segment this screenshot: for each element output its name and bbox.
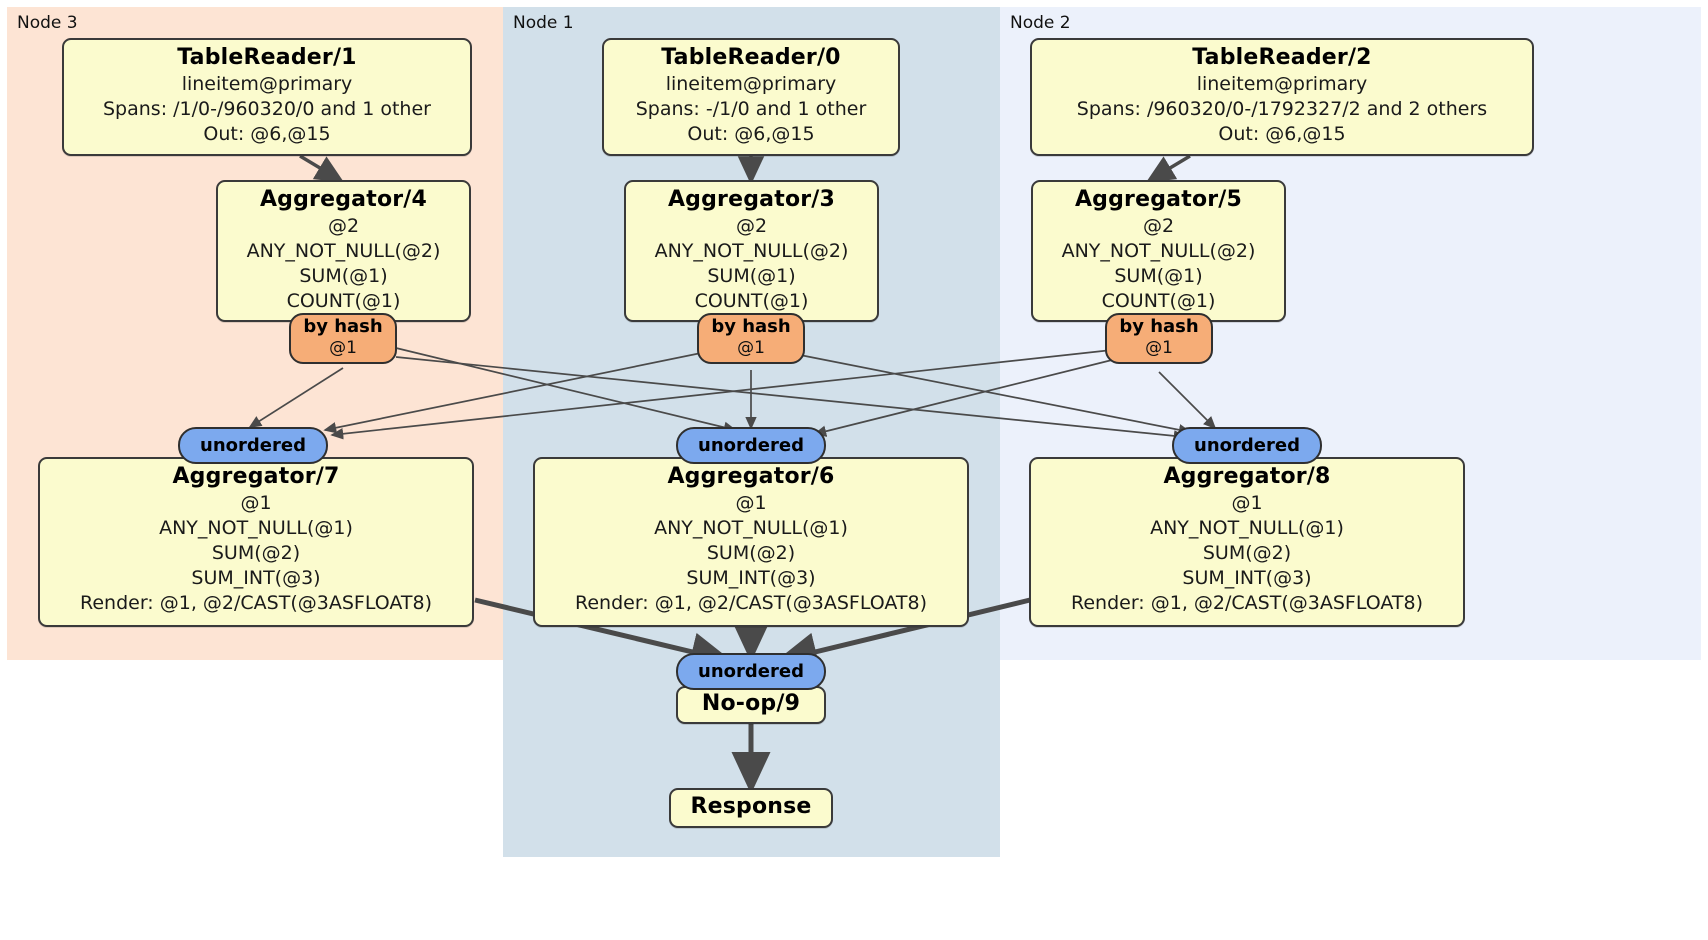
badge-label: unordered: [1194, 435, 1300, 456]
processor-line: SUM(@1): [299, 265, 388, 287]
processor-aggregator-3[interactable]: Aggregator/3 @2 ANY_NOT_NULL(@2) SUM(@1)…: [624, 180, 879, 322]
processor-title: Aggregator/6: [667, 464, 835, 489]
badge-label: unordered: [698, 661, 804, 682]
processor-aggregator-4[interactable]: Aggregator/4 @2 ANY_NOT_NULL(@2) SUM(@1)…: [216, 180, 471, 322]
badge-label: by hash: [303, 316, 383, 337]
processor-line: SUM_INT(@3): [1182, 567, 1312, 589]
processor-line: Render: @1, @2/CAST(@3ASFLOAT8): [575, 592, 927, 614]
processor-line: @1: [1231, 492, 1263, 514]
processor-line: ANY_NOT_NULL(@1): [1150, 517, 1344, 539]
processor-title: TableReader/0: [661, 45, 841, 70]
processor-line: lineitem@primary: [181, 73, 353, 95]
processor-line: SUM(@1): [1114, 265, 1203, 287]
input-synchronizer-badge-unordered-mid[interactable]: unordered: [676, 427, 826, 464]
input-synchronizer-badge-unordered-right[interactable]: unordered: [1172, 427, 1322, 464]
processor-line: Out: @6,@15: [687, 123, 815, 145]
badge-label: by hash: [711, 316, 791, 337]
processor-title: TableReader/2: [1192, 45, 1372, 70]
output-router-badge-by-hash-left[interactable]: by hash @1: [289, 313, 397, 364]
processor-line: SUM(@1): [707, 265, 796, 287]
processor-line: @2: [735, 215, 768, 237]
processor-line: Spans: /1/0-/960320/0 and 1 other: [103, 98, 431, 120]
processor-line: @2: [1142, 215, 1175, 237]
processor-line: SUM_INT(@3): [686, 567, 816, 589]
output-router-badge-by-hash-right[interactable]: by hash @1: [1105, 313, 1213, 364]
processor-line: COUNT(@1): [1101, 290, 1216, 312]
processor-line: Spans: /960320/0-/1792327/2 and 2 others: [1076, 98, 1488, 120]
processor-title: Aggregator/8: [1163, 464, 1331, 489]
processor-line: Spans: -/1/0 and 1 other: [635, 98, 867, 120]
badge-label: by hash: [1119, 316, 1199, 337]
processor-line: Render: @1, @2/CAST(@3ASFLOAT8): [80, 592, 432, 614]
processor-line: ANY_NOT_NULL(@1): [654, 517, 848, 539]
processor-line: lineitem@primary: [1196, 73, 1368, 95]
node-label-node3: Node 3: [17, 13, 78, 33]
processor-line: ANY_NOT_NULL(@2): [246, 240, 441, 262]
node-label-node2: Node 2: [1010, 13, 1071, 33]
badge-column: @1: [329, 338, 357, 358]
processor-table-reader-2[interactable]: TableReader/2 lineitem@primary Spans: /9…: [1030, 38, 1534, 156]
badge-label: unordered: [698, 435, 804, 456]
processor-line: ANY_NOT_NULL(@1): [159, 517, 353, 539]
processor-title: No-op/9: [701, 691, 801, 716]
processor-no-op-9[interactable]: No-op/9: [676, 686, 826, 724]
processor-aggregator-7[interactable]: Aggregator/7 @1 ANY_NOT_NULL(@1) SUM(@2)…: [38, 457, 474, 627]
processor-title: Aggregator/4: [259, 187, 428, 212]
processor-aggregator-5[interactable]: Aggregator/5 @2 ANY_NOT_NULL(@2) SUM(@1)…: [1031, 180, 1286, 322]
processor-title: Response: [690, 794, 812, 819]
output-router-badge-by-hash-mid[interactable]: by hash @1: [697, 313, 805, 364]
processor-title: Aggregator/3: [667, 187, 836, 212]
processor-table-reader-1[interactable]: TableReader/1 lineitem@primary Spans: /1…: [62, 38, 472, 156]
processor-line: COUNT(@1): [694, 290, 809, 312]
processor-title: Aggregator/5: [1074, 187, 1243, 212]
processor-line: Out: @6,@15: [203, 123, 331, 145]
processor-line: COUNT(@1): [286, 290, 401, 312]
processor-line: lineitem@primary: [665, 73, 837, 95]
processor-line: SUM(@2): [706, 542, 796, 564]
badge-label: unordered: [200, 435, 306, 456]
processor-line: Out: @6,@15: [1218, 123, 1346, 145]
processor-line: @1: [735, 492, 767, 514]
badge-column: @1: [1145, 338, 1173, 358]
processor-line: SUM_INT(@3): [191, 567, 321, 589]
processor-response[interactable]: Response: [669, 788, 833, 828]
processor-line: SUM(@2): [211, 542, 301, 564]
processor-title: Aggregator/7: [172, 464, 340, 489]
input-synchronizer-badge-unordered-left[interactable]: unordered: [178, 427, 328, 464]
processor-line: ANY_NOT_NULL(@2): [654, 240, 849, 262]
processor-title: TableReader/1: [177, 45, 357, 70]
processor-aggregator-8[interactable]: Aggregator/8 @1 ANY_NOT_NULL(@1) SUM(@2)…: [1029, 457, 1465, 627]
processor-line: @1: [240, 492, 272, 514]
processor-table-reader-0[interactable]: TableReader/0 lineitem@primary Spans: -/…: [602, 38, 900, 156]
processor-line: @2: [327, 215, 360, 237]
badge-column: @1: [737, 338, 765, 358]
processor-line: SUM(@2): [1202, 542, 1292, 564]
processor-line: Render: @1, @2/CAST(@3ASFLOAT8): [1071, 592, 1423, 614]
node-label-node1: Node 1: [513, 13, 574, 33]
input-synchronizer-badge-unordered-final[interactable]: unordered: [676, 653, 826, 690]
processor-line: ANY_NOT_NULL(@2): [1061, 240, 1256, 262]
processor-aggregator-6[interactable]: Aggregator/6 @1 ANY_NOT_NULL(@1) SUM(@2)…: [533, 457, 969, 627]
